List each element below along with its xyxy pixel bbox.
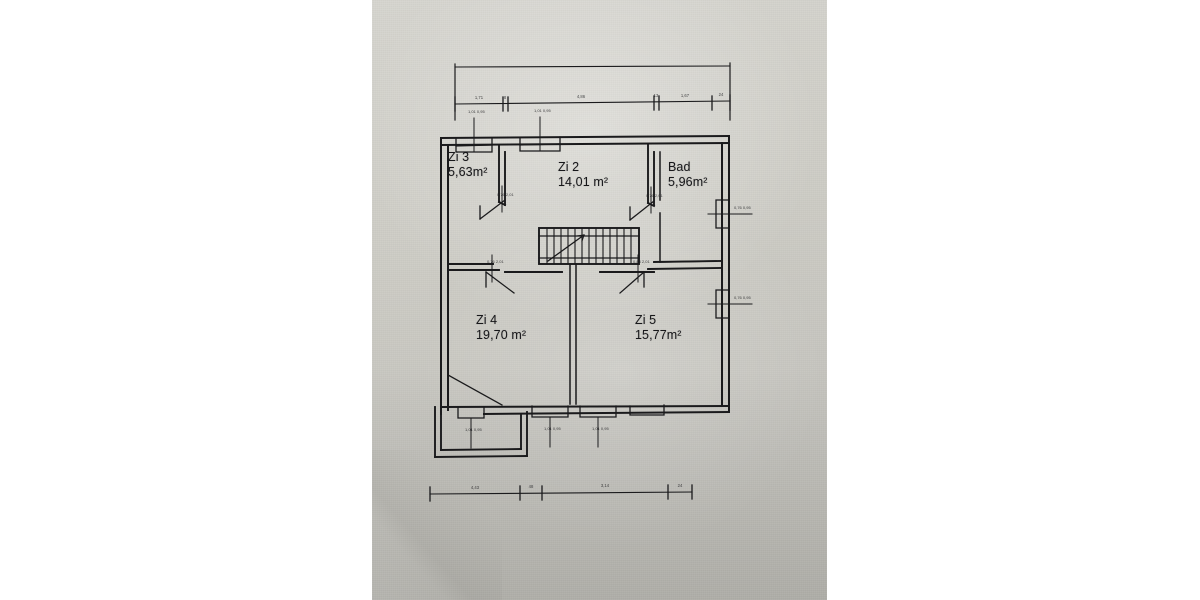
dim-bottom-4: 24	[677, 483, 683, 488]
room-label-bad: Bad 5,96m²	[668, 160, 708, 189]
window-tag-top-2: 1,01 0,95	[534, 108, 551, 113]
room-area-bad: 5,96m²	[668, 174, 708, 189]
dim-top-5: 1,67	[680, 93, 690, 98]
room-name-zi5: Zi 5	[635, 313, 657, 327]
room-label-zi5: Zi 5 15,77m²	[635, 313, 682, 342]
staircase	[538, 227, 640, 265]
dim-bottom-3: 3,14	[600, 483, 610, 488]
room-label-zi3: Zi 3 5,63m²	[448, 150, 488, 179]
room-area-zi3: 5,63m²	[448, 164, 488, 179]
door-tag-zi3: 0,76 2,01	[497, 192, 514, 197]
floor-plan-photo: Zi 3 5,63m² Zi 2 14,01 m² Bad 5,96m² Zi …	[372, 0, 827, 600]
slope-indicator	[447, 374, 503, 406]
lower-extension	[434, 406, 528, 458]
door-tag-bad: 0,76 2,01	[646, 193, 663, 198]
room-name-zi4: Zi 4	[476, 313, 498, 327]
dim-bottom-1: 4,43	[470, 485, 480, 490]
annotation-leaders	[470, 116, 753, 449]
dim-top-2: 8	[503, 95, 507, 100]
window-tag-bottom-2: 1,01 0,95	[544, 426, 561, 431]
window-tag-bottom-1: 1,01 0,95	[465, 427, 482, 432]
top-dimension-chains	[454, 62, 731, 121]
door-tag-zi5: 0,88 2,01	[633, 259, 650, 264]
room-area-zi4: 19,70 m²	[476, 327, 527, 342]
dim-top-4: 13	[653, 93, 659, 98]
floor-plan-drawing	[429, 62, 753, 502]
dim-top-6: 24	[718, 92, 724, 97]
door-symbols	[479, 199, 656, 294]
room-label-zi4: Zi 4 19,70 m²	[476, 313, 526, 342]
room-label-zi2: Zi 2 14,01 m²	[558, 160, 608, 189]
room-area-zi5: 15,77m²	[635, 327, 682, 342]
room-name-bad: Bad	[668, 160, 691, 174]
window-tag-right-1: 0,76 0,95	[734, 205, 751, 210]
window-tag-right-2: 0,76 0,95	[734, 295, 751, 300]
window-tag-bottom-3: 1,01 0,95	[592, 426, 609, 431]
window-tag-top-1: 1,01 0,95	[468, 109, 485, 114]
room-name-zi3: Zi 3	[448, 150, 470, 164]
dim-top-1: 1,71	[474, 95, 484, 100]
interior-walls-upper	[447, 144, 723, 273]
room-area-zi2: 14,01 m²	[558, 174, 609, 189]
door-tag-zi4: 0,76 2,01	[487, 259, 504, 264]
dim-top-3: 4,86	[576, 94, 586, 99]
bottom-dimension-chain	[429, 484, 693, 502]
room-name-zi2: Zi 2	[558, 160, 580, 174]
dim-bottom-2: 48	[528, 484, 534, 489]
bad-room-outline	[659, 151, 717, 263]
central-dividing-wall	[569, 263, 577, 405]
